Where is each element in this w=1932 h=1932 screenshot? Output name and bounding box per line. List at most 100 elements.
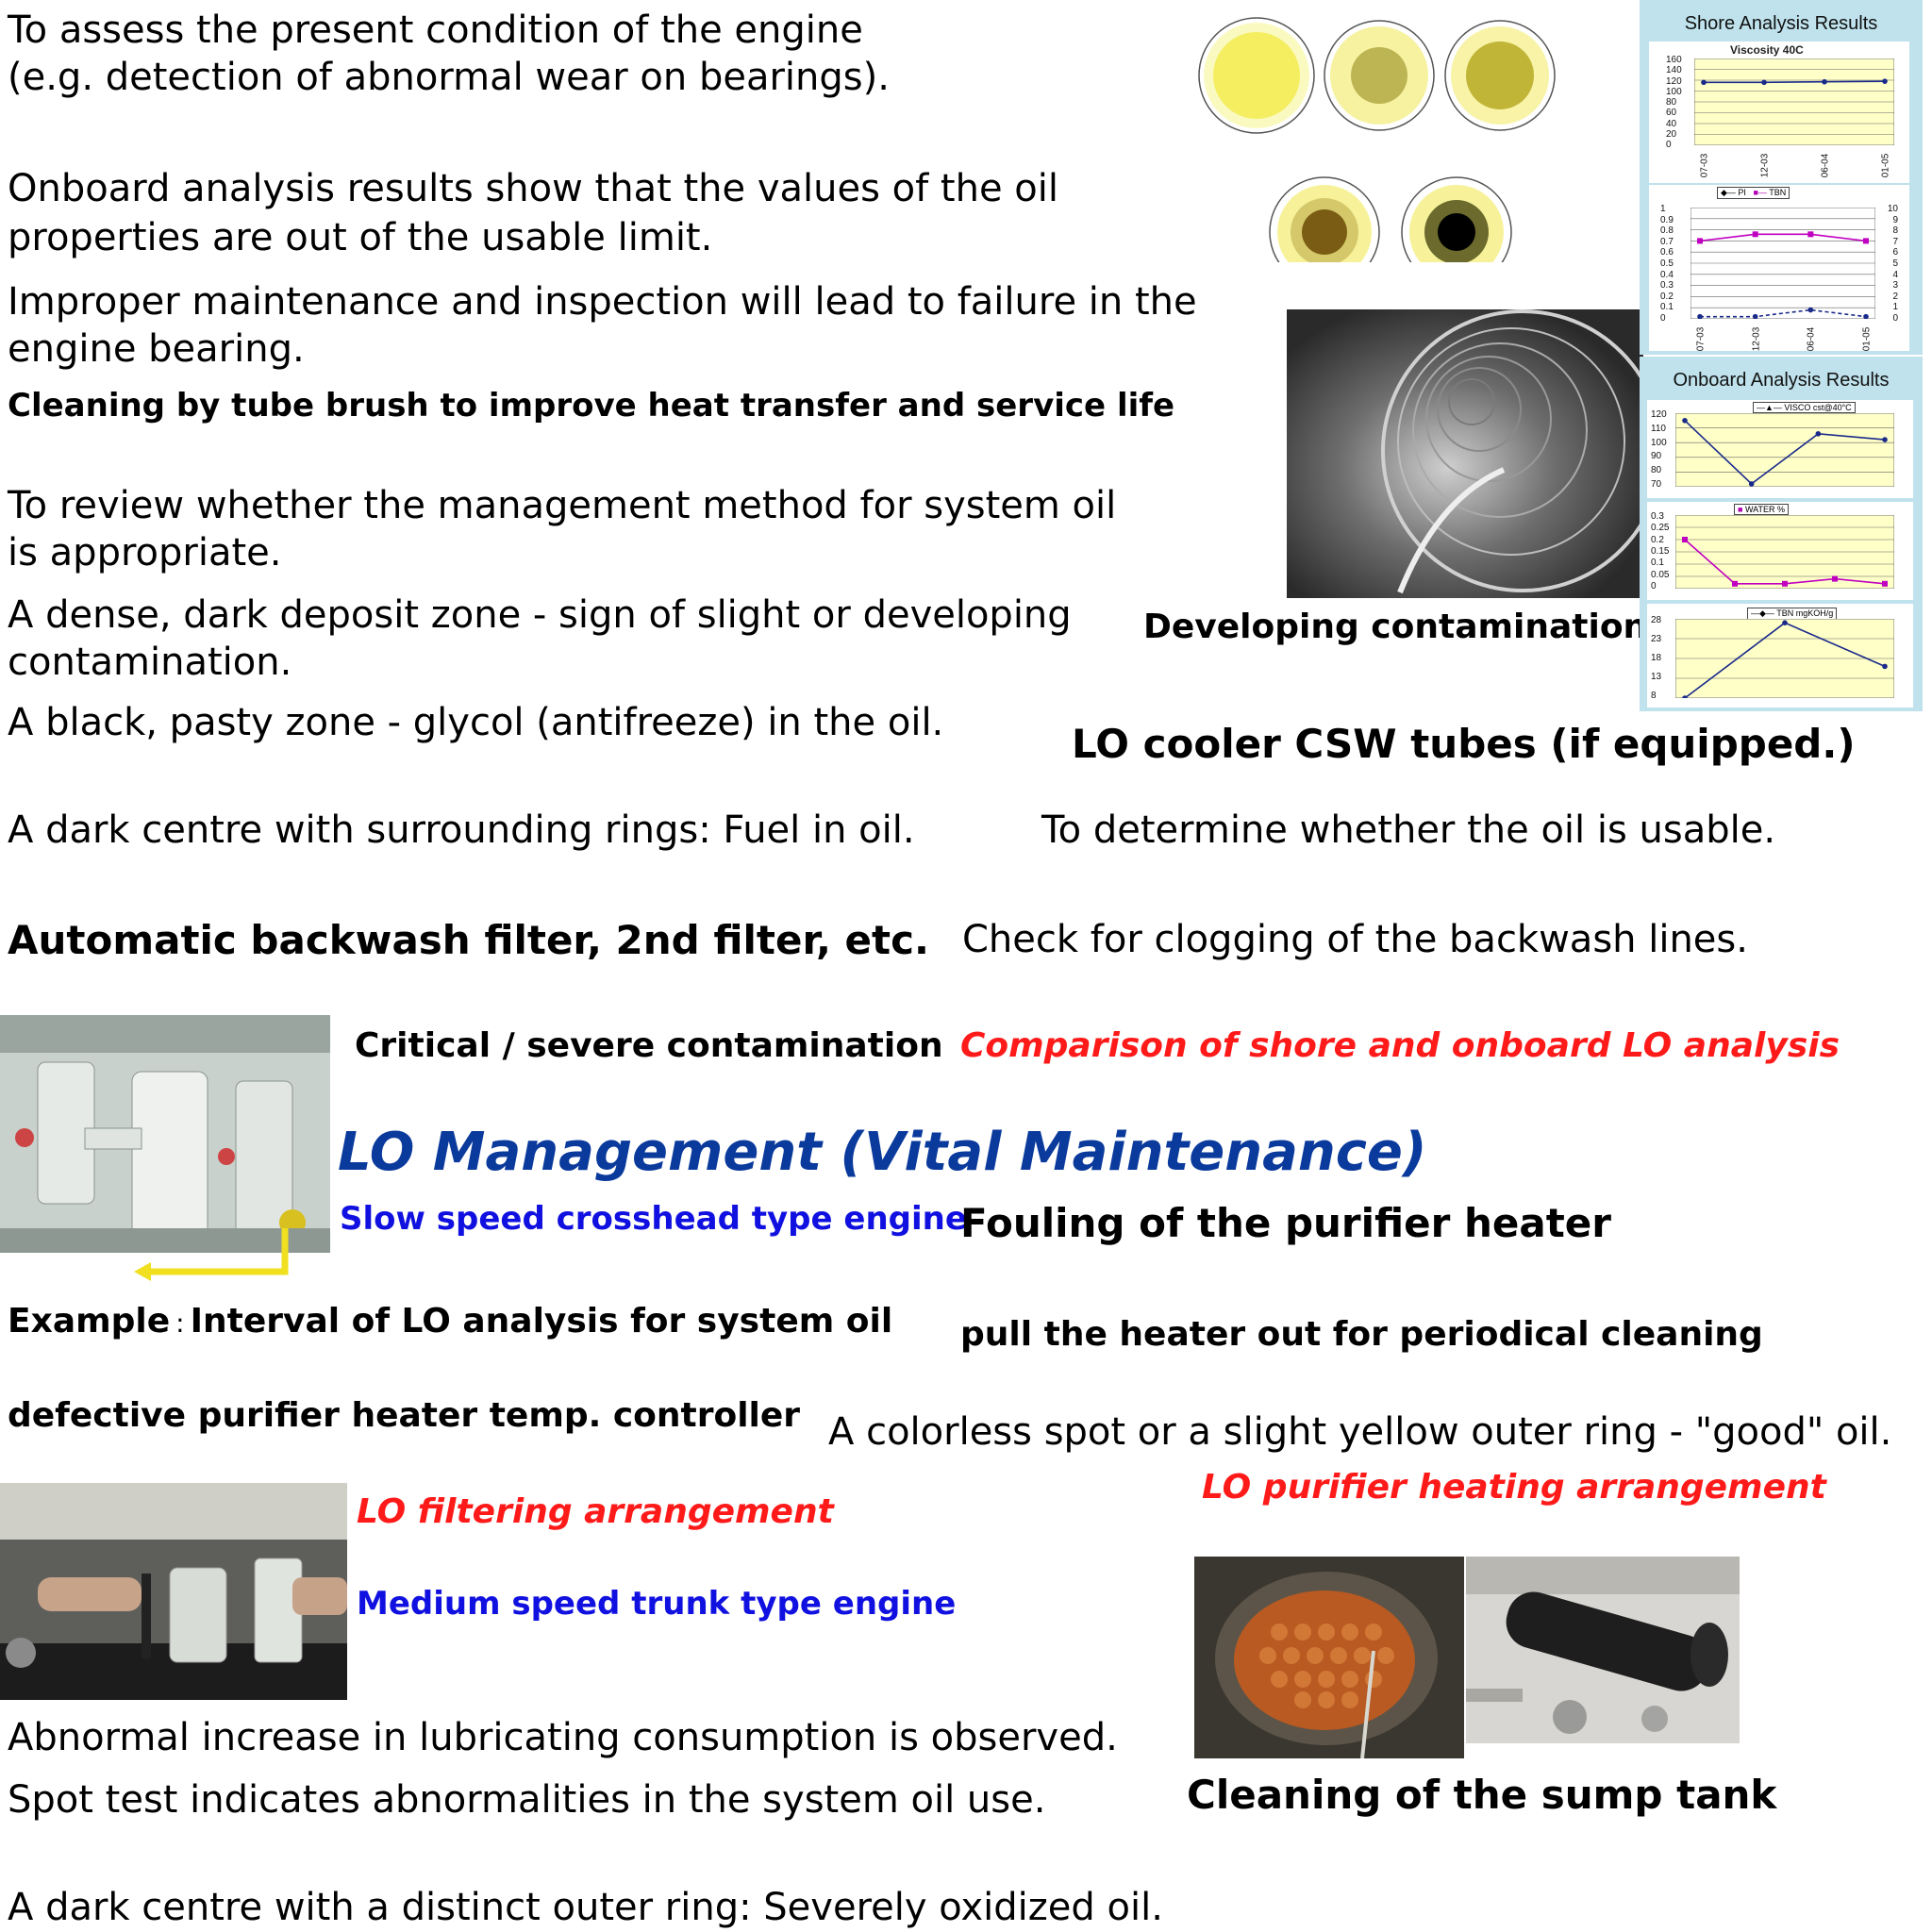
onboard-line-2: properties are out of the usable limit. <box>8 216 713 259</box>
pi-y-tick: 0.2 <box>1660 291 1674 302</box>
dark-centre-ring: A dark centre with a distinct outer ring… <box>8 1886 1163 1929</box>
viscosity-chart-title: Viscosity 40C <box>1730 43 1804 57</box>
viscosity-xtick: 01-05 <box>1880 153 1891 178</box>
water-point <box>1882 580 1888 587</box>
visco-point <box>1882 437 1888 442</box>
assess-line-1: To assess the present condition of the e… <box>8 8 863 52</box>
onboard-panel-title: Onboard Analysis Results <box>1673 370 1890 391</box>
tbn-y-tick: 7 <box>1892 236 1898 247</box>
tbn-point <box>1807 231 1814 238</box>
viscosity-line <box>1704 80 1886 84</box>
check-clogging: Check for clogging of the backwash lines… <box>962 918 1748 961</box>
tbn-y-tick: 23 <box>1651 634 1662 644</box>
pi-y-tick: 0.3 <box>1660 280 1674 291</box>
pi-y-tick: 0.8 <box>1660 225 1674 237</box>
cleaning-tube-brush: Cleaning by tube brush to improve heat t… <box>8 387 1175 425</box>
viscosity-xtick: 12-03 <box>1759 153 1771 178</box>
visco-legend: —▲— VISCO cst@40°C <box>1753 402 1856 413</box>
viscosity-y-tick: 40 <box>1666 118 1677 129</box>
purifier-heating-label: LO purifier heating arrangement <box>1202 1468 1826 1507</box>
pi-tbn-xtick: 06-04 <box>1806 326 1817 352</box>
pi-y-tick: 0.4 <box>1660 269 1674 280</box>
viscosity-y-tick: 100 <box>1666 86 1682 97</box>
water-point <box>1682 537 1688 542</box>
tbn-y-tick: 8 <box>1892 225 1898 237</box>
pi-tbn-xtick: 07-03 <box>1695 326 1707 352</box>
visco-point <box>1815 431 1822 437</box>
lab-illustration <box>0 1483 347 1700</box>
water-point <box>1782 580 1788 587</box>
pi-line <box>1700 308 1867 318</box>
spot-test: Spot test indicates abnormalities in the… <box>8 1778 1046 1822</box>
heater-pipe-illustration <box>1466 1557 1740 1743</box>
dense-line-2: contamination. <box>8 641 292 684</box>
pi-y-tick: 0.6 <box>1660 247 1674 258</box>
critical-contamination: Critical / severe contamination <box>355 1026 943 1065</box>
tbn-plot <box>1675 619 1894 698</box>
viscosity-y-tick: 120 <box>1666 75 1682 87</box>
pi-y-tick: 0.5 <box>1660 258 1674 269</box>
viscosity-point <box>1761 79 1767 86</box>
abnormal-increase: Abnormal increase in lubricating consump… <box>8 1716 1118 1759</box>
backwash-filter-heading: Automatic backwash filter, 2nd filter, e… <box>8 917 929 963</box>
water-y-tick: 0.1 <box>1651 558 1664 569</box>
cooler-tube-photo <box>1287 309 1643 598</box>
spot-good-oil <box>1198 17 1315 134</box>
tbn-y-tick: 2 <box>1892 291 1898 302</box>
tube-brush-illustration <box>1287 309 1643 598</box>
tbn-legend-label: TBN <box>1769 188 1787 197</box>
lo-filtering-label: LO filtering arrangement <box>357 1492 834 1531</box>
visco-point <box>1748 481 1755 487</box>
heater-pipe-photo <box>1466 1557 1740 1743</box>
tbn-y-tick: 10 <box>1887 204 1898 214</box>
water-plot <box>1675 515 1894 589</box>
defective-heater-controller: defective purifier heater temp. controll… <box>8 1396 801 1435</box>
medium-speed-label: Medium speed trunk type engine <box>357 1585 957 1623</box>
dense-line-1: A dense, dark deposit zone - sign of sli… <box>8 593 1072 637</box>
pi-y-tick: 0.9 <box>1660 214 1674 225</box>
improper-line-1: Improper maintenance and inspection will… <box>8 280 1197 324</box>
pi-tbn-xtick: 01-05 <box>1861 326 1873 352</box>
determine-usable: To determine whether the oil is usable. <box>1041 808 1776 852</box>
page-title: LO Management (Vital Maintenance) <box>338 1122 1427 1183</box>
purifier-heater-photo <box>1194 1557 1464 1758</box>
viscosity-y-tick: 60 <box>1666 108 1677 119</box>
tbn-y-tick: 18 <box>1651 653 1662 663</box>
tbn-onboard-point <box>1782 620 1788 625</box>
example-prefix: Example <box>8 1302 171 1341</box>
shore-panel-title: Shore Analysis Results <box>1684 13 1878 34</box>
tbn-y-tick: 6 <box>1892 247 1898 258</box>
tbn-point <box>1752 231 1758 238</box>
pi-point <box>1697 313 1703 319</box>
heater-tube-bundle <box>1194 1557 1464 1758</box>
tbn-y-tick: 5 <box>1892 258 1898 269</box>
pi-y-tick: 0.1 <box>1660 302 1674 313</box>
dark-centre-rings: A dark centre with surrounding rings: Fu… <box>8 808 915 852</box>
colorless-spot: A colorless spot or a slight yellow oute… <box>828 1410 1892 1454</box>
onboard-line-1: Onboard analysis results show that the v… <box>8 167 1058 210</box>
viscosity-y-tick: 20 <box>1666 128 1677 140</box>
assess-line-2: (e.g. detection of abnormal wear on bear… <box>8 56 890 99</box>
water-point <box>1732 580 1738 587</box>
viscosity-xtick: 06-04 <box>1820 153 1831 178</box>
visco-plot <box>1675 413 1894 487</box>
water-legend-label: WATER % <box>1744 505 1785 514</box>
black-pasty: A black, pasty zone - glycol (antifreeze… <box>8 701 944 744</box>
viscosity-y-tick: 80 <box>1666 97 1677 108</box>
pi-y-tick: 0.7 <box>1660 236 1674 247</box>
slow-speed-label: Slow speed crosshead type engine <box>340 1200 967 1238</box>
viscosity-plot <box>1694 58 1894 145</box>
visco-y-tick: 110 <box>1651 423 1666 434</box>
spot-slight-contamination <box>1324 20 1435 131</box>
pi-point <box>1807 307 1814 313</box>
example-separator: : <box>175 1307 185 1339</box>
filter-illustration <box>0 1015 330 1253</box>
example-rest: Interval of LO analysis for system oil <box>190 1302 893 1341</box>
visco-line <box>1684 420 1886 485</box>
tbn-onboard-point <box>1882 663 1888 670</box>
tbn-y-tick: 28 <box>1651 615 1662 625</box>
